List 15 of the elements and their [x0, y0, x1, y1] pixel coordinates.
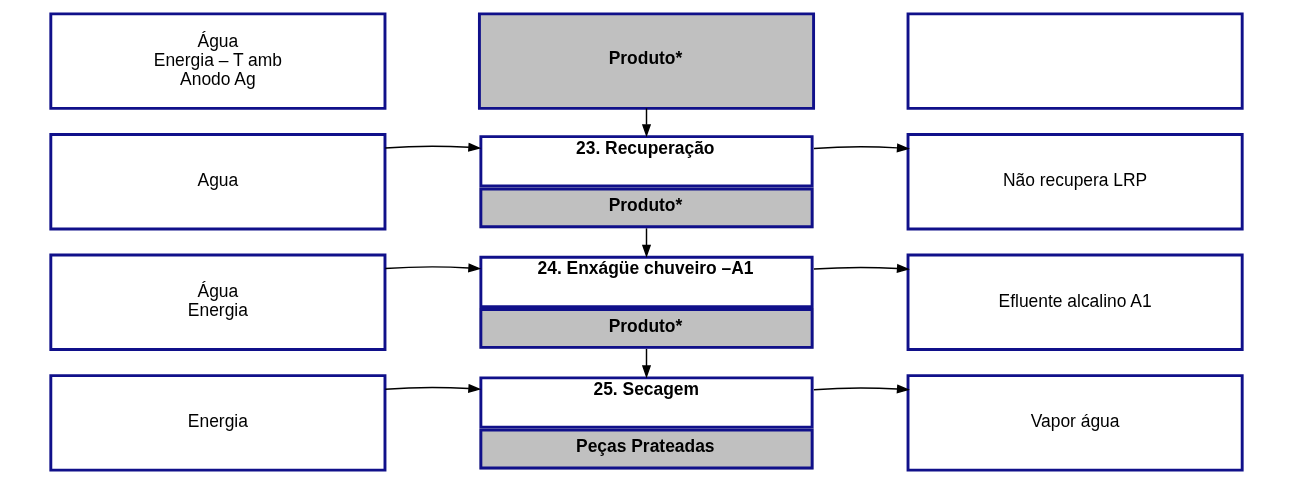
- node-box: Não recupera LRP: [906, 133, 1244, 231]
- node-box: Agua: [49, 133, 387, 231]
- node-box: Energia: [49, 374, 387, 472]
- arrow: [813, 384, 910, 394]
- node-box: Vapor água: [906, 374, 1244, 472]
- node-box: Produto*: [477, 12, 816, 110]
- arrow: [384, 383, 482, 394]
- arrow: [384, 142, 482, 152]
- node-box: Efluente alcalino A1: [906, 253, 1244, 351]
- arrow: [813, 143, 910, 153]
- arrow: [813, 263, 910, 273]
- arrow: [384, 263, 482, 273]
- node-box: Água Energia – T amb Anodo Ag: [49, 12, 387, 110]
- node-box: [906, 12, 1244, 110]
- node-box: Água Energia: [49, 253, 387, 351]
